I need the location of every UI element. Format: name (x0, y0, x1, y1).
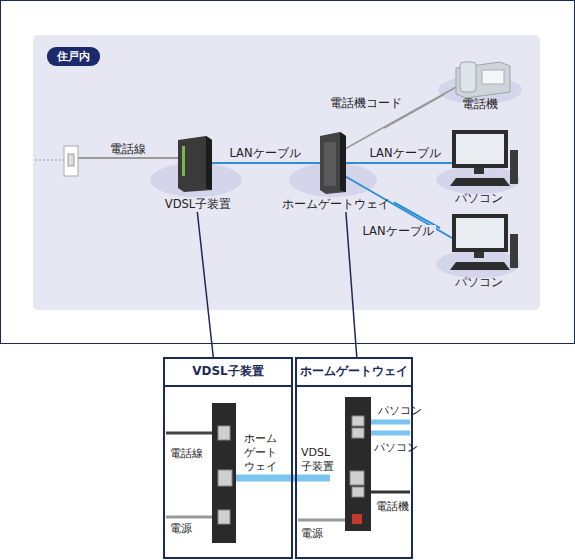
device-node: ホームゲートウェイ (278, 128, 394, 212)
part-label: 電話線 (170, 447, 203, 460)
device-label: 電話機 (462, 97, 498, 112)
part-label: 電源 (170, 522, 192, 535)
part-label: 電話線 (108, 142, 148, 156)
device-label: ホームゲートウェイ (282, 197, 390, 212)
box-heading: ホームゲートウェイ (297, 359, 411, 387)
device-shadows (150, 76, 522, 278)
connector (238, 162, 278, 164)
device-node: パソコン (440, 126, 518, 206)
part-label: ホーム ゲート ウェイ (244, 432, 284, 473)
lan-cable (212, 162, 320, 164)
vdsl-device (178, 136, 212, 192)
phone-cord (343, 86, 458, 150)
part-label: 電話機 (376, 500, 409, 513)
device-label: パソコン (455, 191, 503, 206)
device-node: 電話機 (444, 56, 516, 112)
connector (394, 162, 440, 164)
room-panel: 住戸内VDSL子装置ホームゲートウェイ電話機パソコンパソコン (33, 35, 540, 310)
wall-socket (64, 146, 78, 176)
part-label: パソコン (374, 441, 418, 454)
device-label: パソコン (455, 275, 503, 290)
cable-label: LANケーブル (227, 147, 302, 161)
hgw-device (320, 132, 346, 194)
pc-icon (450, 130, 518, 186)
outside-line (35, 160, 64, 161)
device-node: VDSL子装置 (158, 132, 238, 212)
cable-label: LANケーブル (360, 225, 435, 239)
telephone-icon (456, 62, 510, 98)
device-label: VDSL子装置 (165, 197, 231, 212)
outer-frame (1, 1, 575, 344)
part-label: パソコン (378, 404, 422, 417)
area-tag: 住戸内 (47, 47, 100, 66)
pc-icon (450, 214, 518, 270)
room-panel (33, 35, 540, 310)
box-heading: VDSL子装置 (165, 359, 291, 387)
phone-line (78, 157, 178, 159)
connector (197, 212, 213, 357)
cable-label: LANケーブル (367, 147, 442, 161)
part-label: VDSL 子装置 (301, 446, 341, 474)
lan-cable (343, 162, 452, 164)
vdsl-detail (166, 403, 330, 543)
cable-label: 電話機コード (328, 97, 404, 111)
part-label: 電源 (301, 527, 323, 540)
connector (346, 212, 357, 357)
hgw-detail (298, 397, 410, 531)
device-node: パソコン (440, 210, 518, 290)
socket-jack (68, 154, 74, 166)
